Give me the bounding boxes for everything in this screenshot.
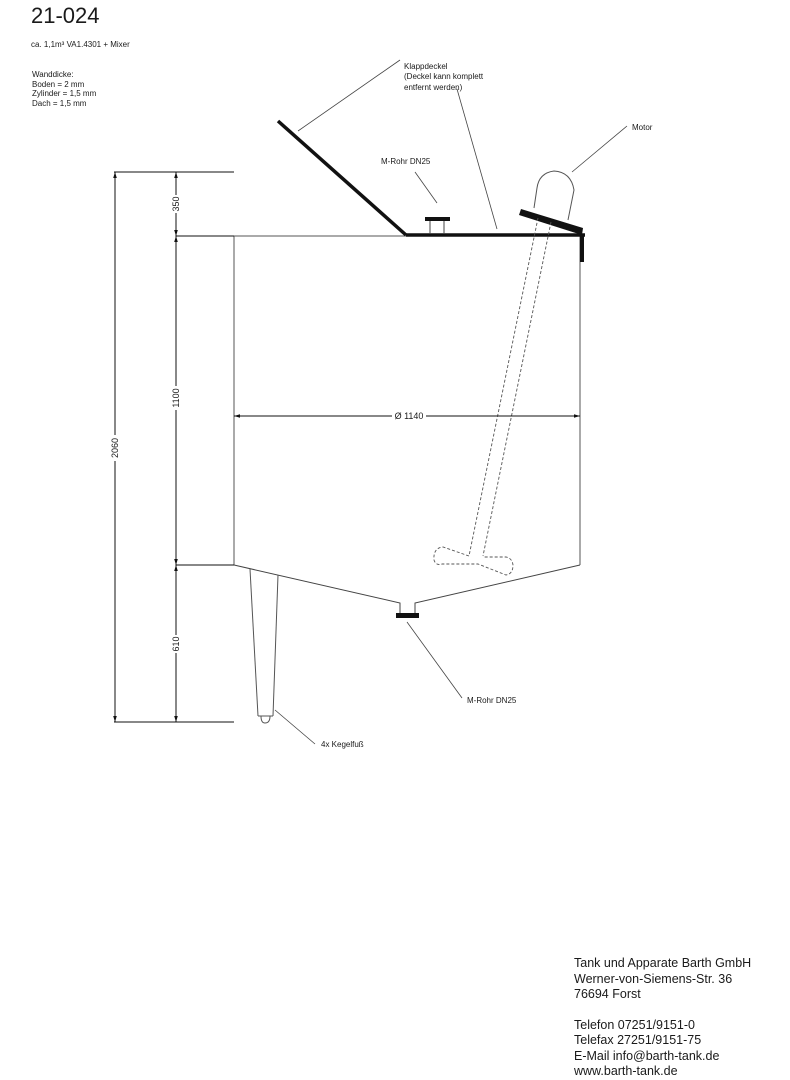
wall-thickness-roof: Dach = 1,5 mm	[32, 98, 87, 108]
bottom-nozzle-flange	[396, 613, 419, 618]
dim-cylinder-height: 1100	[171, 388, 181, 407]
company-info: Tank und Apparate Barth GmbH Werner-von-…	[574, 956, 751, 1080]
company-street: Werner-von-Siemens-Str. 36	[574, 971, 733, 986]
dimension-lines	[113, 172, 580, 722]
top-nozzle	[429, 220, 445, 234]
wall-thickness-block: Wanddicke: Boden = 2 mm Zylinder = 1,5 m…	[32, 70, 96, 108]
tank-cylinder	[233, 235, 581, 565]
hinged-lid	[276, 119, 408, 237]
lid-label-line1: Klappdeckel	[404, 62, 448, 71]
leader-lines	[274, 59, 628, 745]
tank-roof	[406, 233, 585, 262]
lid-label-line3: entfernt werden)	[404, 83, 463, 92]
company-fax: Telefax 27251/9151-75	[574, 1033, 702, 1047]
bottom-nozzle-label: M-Rohr DN25	[467, 696, 517, 705]
conical-leg	[249, 568, 279, 724]
dim-top-section: 350	[171, 196, 181, 211]
wall-thickness-heading: Wanddicke:	[32, 70, 74, 79]
agitator-shaft	[433, 217, 552, 576]
legs-label: 4x Kegelfuß	[321, 740, 364, 749]
dim-diameter: Ø 1140	[395, 411, 424, 421]
dim-total-height: 2060	[110, 438, 120, 458]
company-email[interactable]: E-Mail info@barth-tank.de	[574, 1048, 720, 1063]
company-city: 76694 Forst	[574, 987, 641, 1001]
wall-thickness-bottom: Boden = 2 mm	[32, 79, 85, 89]
motor-housing	[533, 170, 575, 221]
drawing-number: 21-024	[31, 3, 100, 28]
company-phone: Telefon 07251/9151-0	[574, 1017, 695, 1032]
tank-cone-bottom	[233, 564, 581, 613]
top-nozzle-label: M-Rohr DN25	[381, 157, 431, 166]
company-name: Tank und Apparate Barth GmbH	[574, 956, 752, 970]
wall-thickness-cylinder: Zylinder = 1,5 mm	[32, 89, 97, 98]
company-website[interactable]: www.barth-tank.de	[574, 1064, 678, 1078]
motor-label: Motor	[632, 123, 653, 132]
lid-label-line2: (Deckel kann komplett	[404, 72, 484, 81]
dimension-extension-lines	[114, 171, 234, 723]
tank-description: ca. 1,1m³ VA1.4301 + Mixer	[31, 40, 130, 49]
dim-cone-leg-height: 610	[171, 636, 181, 651]
